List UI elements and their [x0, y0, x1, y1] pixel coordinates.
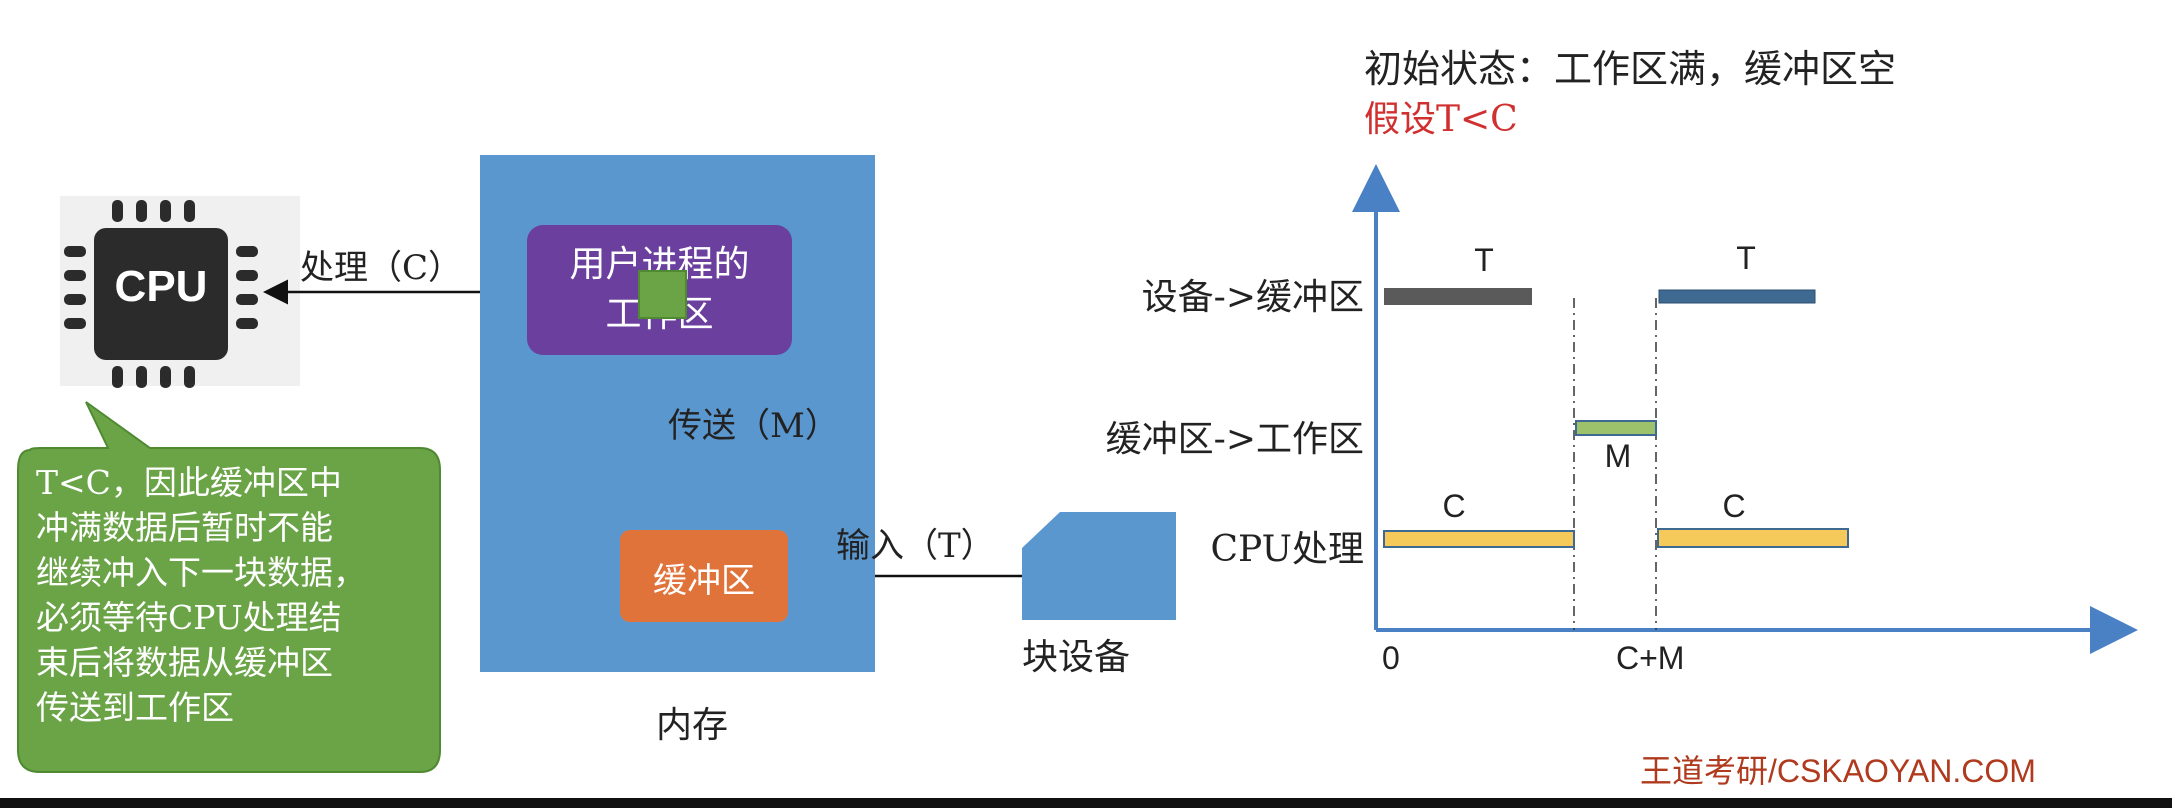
x-tick-origin: 0	[1382, 640, 1400, 676]
timing-title: 初始状态：工作区满，缓冲区空	[1364, 47, 1897, 91]
callout-line: 传送到工作区	[36, 688, 234, 727]
callout-line: 束后将数据从缓冲区	[36, 643, 333, 682]
input-edge-label: 输入（T）	[836, 526, 995, 566]
row-label-buffer-to-workspace: 缓冲区->工作区	[1105, 419, 1364, 460]
block-device-label: 块设备	[1022, 637, 1131, 678]
callout-line: T<C，因此缓冲区中	[36, 463, 342, 502]
bar-label-t1: T	[1474, 242, 1494, 278]
cpu-chip-icon	[60, 196, 300, 388]
row-label-device-to-buffer: 设备->缓冲区	[1141, 277, 1364, 318]
m-bar	[1575, 420, 1657, 436]
buffer-label: 缓冲区	[653, 561, 755, 601]
c-bar-1	[1383, 530, 1575, 548]
memory-label: 内存	[655, 705, 728, 746]
block-device-shape	[1022, 512, 1176, 620]
transfer-edge-label: 传送（M）	[668, 406, 839, 446]
buffer-box	[620, 530, 788, 622]
bar-label-t2: T	[1736, 240, 1756, 276]
timing-axes	[1352, 164, 2138, 654]
bar-label-c1: C	[1442, 488, 1466, 524]
callout-line: 必须等待CPU处理结	[36, 598, 342, 637]
device-bar-1	[1384, 288, 1532, 305]
process-edge-label: 处理（C）	[300, 248, 463, 288]
timing-assumption: 假设T<C	[1364, 99, 1518, 140]
callout-bubble	[17, 401, 441, 773]
watermark: 王道考研/CSKAOYAN.COM	[1640, 753, 2036, 789]
bar-label-c2: C	[1722, 488, 1746, 524]
callout-line: 继续冲入下一块数据，	[36, 553, 366, 592]
x-tick-c-plus-m: C+M	[1616, 640, 1685, 676]
callout-line: 冲满数据后暂时不能	[36, 508, 333, 547]
row-label-cpu-processing: CPU处理	[1210, 529, 1364, 570]
bar-label-m: M	[1604, 438, 1632, 474]
data-block	[638, 270, 687, 319]
callout-text: T<C，因此缓冲区中 冲满数据后暂时不能 继续冲入下一块数据， 必须等待CPU处…	[36, 460, 436, 730]
c-bar-2	[1657, 528, 1849, 548]
bottom-bar	[0, 798, 2172, 808]
device-bar-2	[1658, 289, 1816, 304]
cpu-chip-label: CPU	[114, 262, 208, 311]
